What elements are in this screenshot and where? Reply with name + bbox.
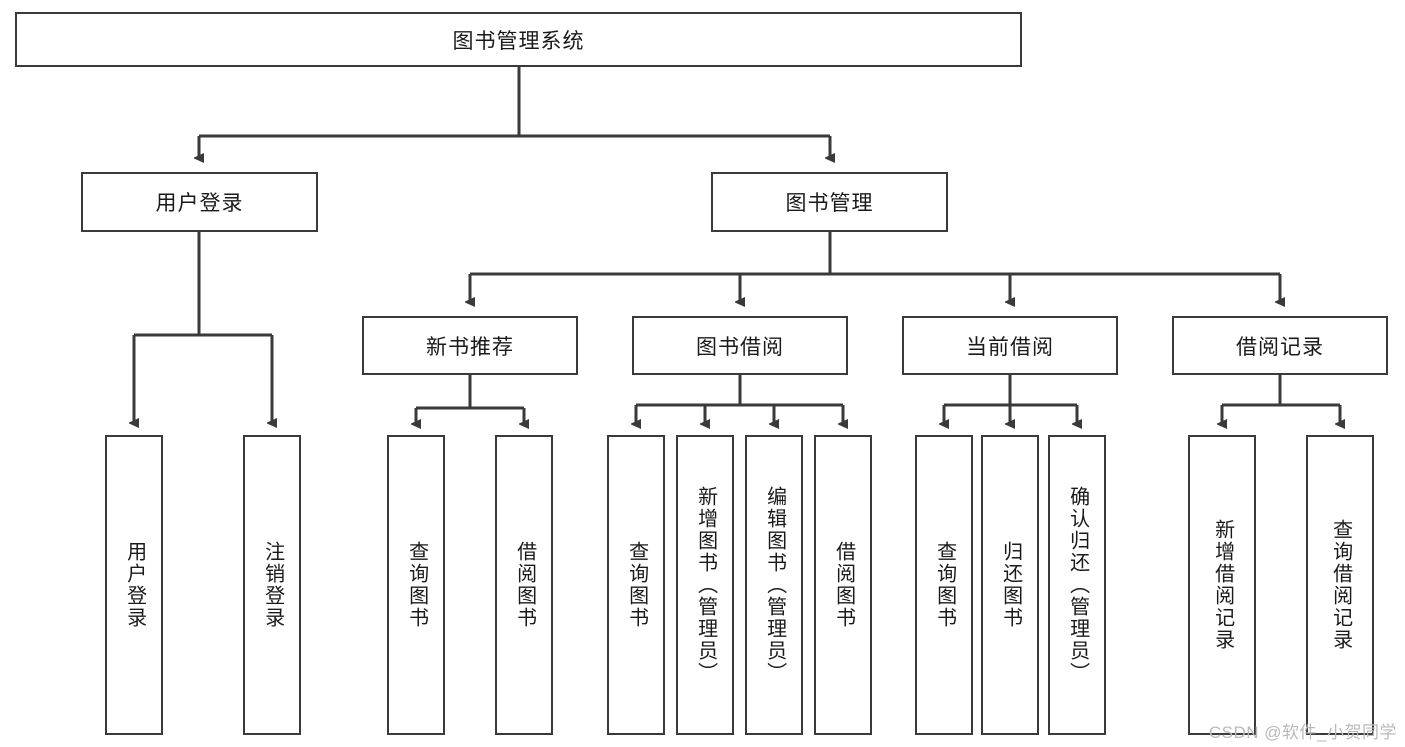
node-label: 编辑图书（管理员） <box>763 486 786 684</box>
leaf-book-borrow-query[interactable]: 查询图书 <box>607 435 665 735</box>
node-root-system[interactable]: 图书管理系统 <box>15 12 1022 67</box>
leaf-book-borrow-borrow[interactable]: 借阅图书 <box>814 435 872 735</box>
node-label: 借阅记录 <box>1236 335 1324 359</box>
leaf-new-book-borrow[interactable]: 借阅图书 <box>495 435 553 735</box>
node-label: 当前借阅 <box>966 335 1054 359</box>
node-book-borrow[interactable]: 图书借阅 <box>632 316 848 375</box>
node-label: 查询图书 <box>405 541 428 629</box>
node-label: 查询图书 <box>625 541 648 629</box>
node-label: 归还图书 <box>999 541 1022 629</box>
csdn-watermark: CSDN @软件_小贺同学 <box>1208 723 1397 742</box>
leaf-user-login-logout[interactable]: 注销登录 <box>243 435 301 735</box>
leaf-book-borrow-add-admin[interactable]: 新增图书（管理员） <box>676 435 734 735</box>
leaf-borrow-record-add[interactable]: 新增借阅记录 <box>1188 435 1256 735</box>
node-label: 图书借阅 <box>696 335 784 359</box>
node-label: 确认归还（管理员） <box>1066 486 1089 684</box>
leaf-borrow-record-query[interactable]: 查询借阅记录 <box>1306 435 1374 735</box>
leaf-current-borrow-query[interactable]: 查询图书 <box>915 435 973 735</box>
node-new-book-recommend[interactable]: 新书推荐 <box>362 316 578 375</box>
node-borrow-record[interactable]: 借阅记录 <box>1172 316 1388 375</box>
node-label: 图书管理 <box>785 192 874 215</box>
node-label: 图书管理系统 <box>452 29 585 53</box>
node-label: 借阅图书 <box>832 541 855 629</box>
leaf-current-borrow-return[interactable]: 归还图书 <box>981 435 1039 735</box>
node-current-borrow[interactable]: 当前借阅 <box>902 316 1118 375</box>
node-label: 新增借阅记录 <box>1211 519 1234 651</box>
node-label: 借阅图书 <box>513 541 536 629</box>
node-label: 注销登录 <box>261 541 284 629</box>
leaf-current-borrow-confirm-admin[interactable]: 确认归还（管理员） <box>1048 435 1106 735</box>
node-label: 新增图书（管理员） <box>694 486 717 684</box>
node-label: 查询图书 <box>933 541 956 629</box>
leaf-user-login-login[interactable]: 用户登录 <box>105 435 163 735</box>
node-label: 查询借阅记录 <box>1329 519 1352 651</box>
node-label: 用户登录 <box>155 192 244 215</box>
node-book-management[interactable]: 图书管理 <box>711 172 948 232</box>
leaf-book-borrow-edit-admin[interactable]: 编辑图书（管理员） <box>745 435 803 735</box>
node-label: 新书推荐 <box>426 335 514 359</box>
leaf-new-book-query[interactable]: 查询图书 <box>387 435 445 735</box>
node-user-login[interactable]: 用户登录 <box>81 172 318 232</box>
node-label: 用户登录 <box>123 541 146 629</box>
